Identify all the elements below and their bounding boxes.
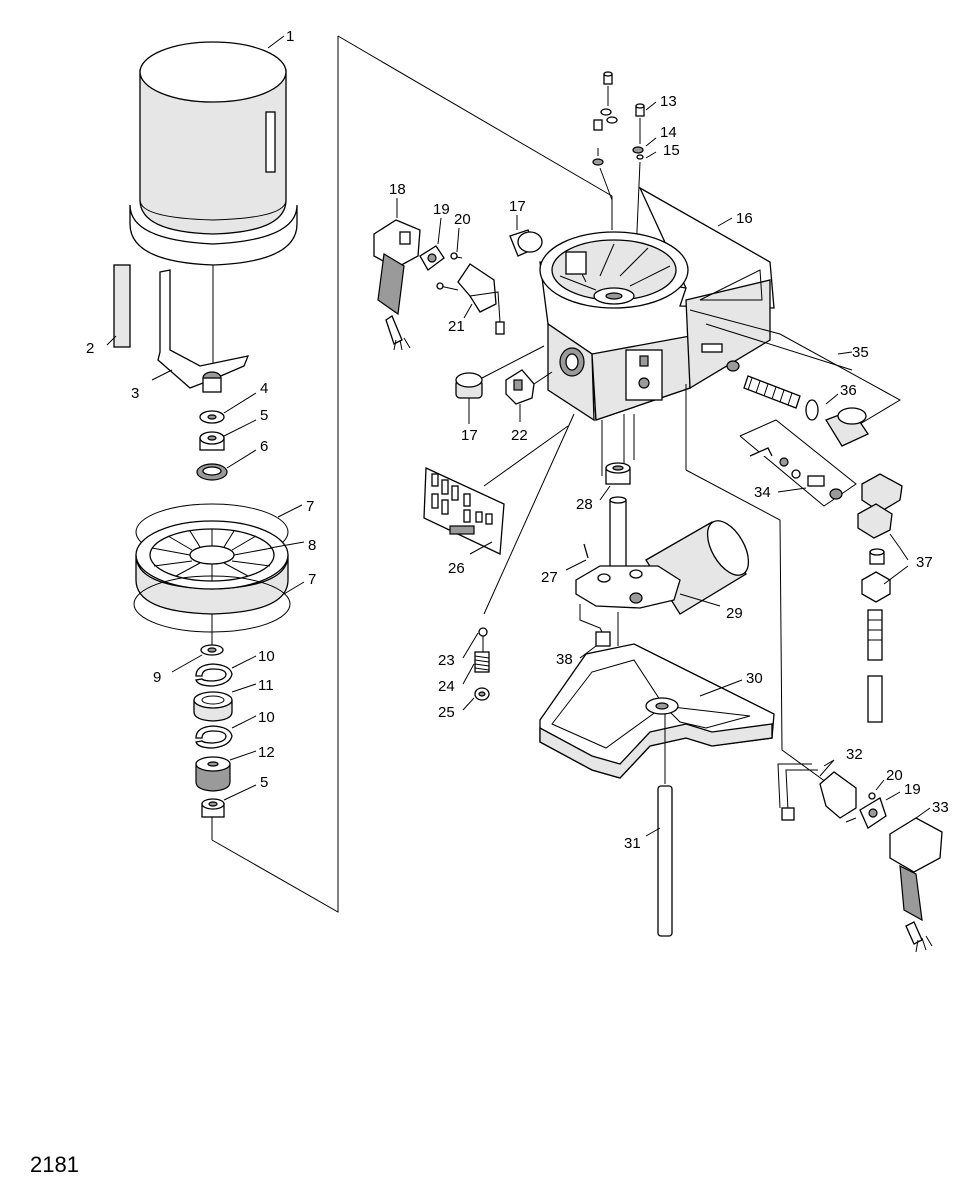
- check-valve-kit-part: [739, 419, 857, 507]
- callout-13: 13: [660, 93, 677, 110]
- suction-tube-part: [657, 785, 673, 937]
- callout-35: 35: [852, 344, 869, 361]
- callout-14: 14: [660, 124, 677, 141]
- snap-ring-lower-part: [195, 725, 233, 749]
- base-plate-part: [539, 643, 775, 779]
- ball-part: [478, 627, 488, 637]
- screw-top-part: [450, 252, 458, 260]
- callout-19-lower: 19: [904, 781, 921, 798]
- plug-side-part: [455, 372, 483, 399]
- callout-18: 18: [389, 181, 406, 198]
- callout-8: 8: [308, 537, 316, 554]
- callout-21: 21: [448, 318, 465, 335]
- callout-23: 23: [438, 652, 455, 669]
- relief-valve-part: [701, 343, 869, 447]
- callout-33: 33: [932, 799, 949, 816]
- figure-number: 2181: [30, 1152, 79, 1177]
- callout-37: 37: [916, 554, 933, 571]
- callout-32: 32: [846, 746, 863, 763]
- callout-11: 11: [258, 677, 274, 694]
- callout-27: 27: [541, 569, 558, 586]
- callout-28: 28: [576, 496, 593, 513]
- reservoir-part: [129, 41, 298, 368]
- strip-part: [113, 264, 131, 348]
- adjustment-knob-part: [505, 369, 535, 405]
- callout-31: 31: [624, 835, 641, 852]
- callout-10-lower: 10: [258, 709, 275, 726]
- callout-5-lower: 5: [260, 774, 268, 791]
- circuit-board-part: [423, 467, 505, 555]
- callout-24: 24: [438, 678, 455, 695]
- follower-plate-part: [133, 503, 291, 633]
- connector-plug-bottom-part: [889, 817, 943, 953]
- sensor-bracket-top-part: [436, 263, 505, 335]
- outlet-fitting-part: [857, 473, 903, 723]
- stirring-paddle-part: [157, 269, 250, 389]
- callout-19-upper: 19: [433, 201, 450, 218]
- callout-6: 6: [260, 438, 268, 455]
- callout-29: 29: [726, 605, 743, 622]
- callout-17-upper: 17: [509, 198, 526, 215]
- motor-connector-part: [595, 631, 611, 647]
- callout-15: 15: [663, 142, 680, 159]
- assembly-bracket-left: [211, 36, 339, 913]
- callout-36: 36: [840, 382, 857, 399]
- motor-part: [575, 496, 750, 637]
- callout-20-lower: 20: [886, 767, 903, 784]
- callout-26: 26: [448, 560, 465, 577]
- callout-16: 16: [736, 210, 753, 227]
- callout-3: 3: [131, 385, 139, 402]
- assembly-bracket: [337, 35, 613, 197]
- callout-30: 30: [746, 670, 763, 687]
- callout-4: 4: [260, 380, 268, 397]
- spring-small-part: [474, 651, 490, 673]
- plug-upper-part: [509, 229, 543, 257]
- screw-bottom-part: [868, 792, 876, 800]
- callout-17-lower: 17: [461, 427, 478, 444]
- callout-12: 12: [258, 744, 275, 761]
- callout-1: 1: [286, 28, 294, 45]
- connector-plug-top-part: [373, 219, 421, 351]
- callout-20-upper: 20: [454, 211, 471, 228]
- callout-2: 2: [86, 340, 94, 357]
- pin-part: [583, 543, 589, 559]
- callout-34: 34: [754, 484, 771, 501]
- callout-22: 22: [511, 427, 528, 444]
- callout-7-lower: 7: [308, 571, 316, 588]
- callout-25: 25: [438, 704, 455, 721]
- callout-5-upper: 5: [260, 407, 268, 424]
- callout-9: 9: [153, 669, 161, 686]
- callout-38: 38: [556, 651, 573, 668]
- snap-ring-upper-part: [195, 663, 233, 687]
- callout-10-upper: 10: [258, 648, 275, 665]
- pump-housing-part: [539, 186, 775, 422]
- callout-7-upper: 7: [306, 498, 314, 515]
- sensor-bracket-bottom-part: [777, 763, 857, 823]
